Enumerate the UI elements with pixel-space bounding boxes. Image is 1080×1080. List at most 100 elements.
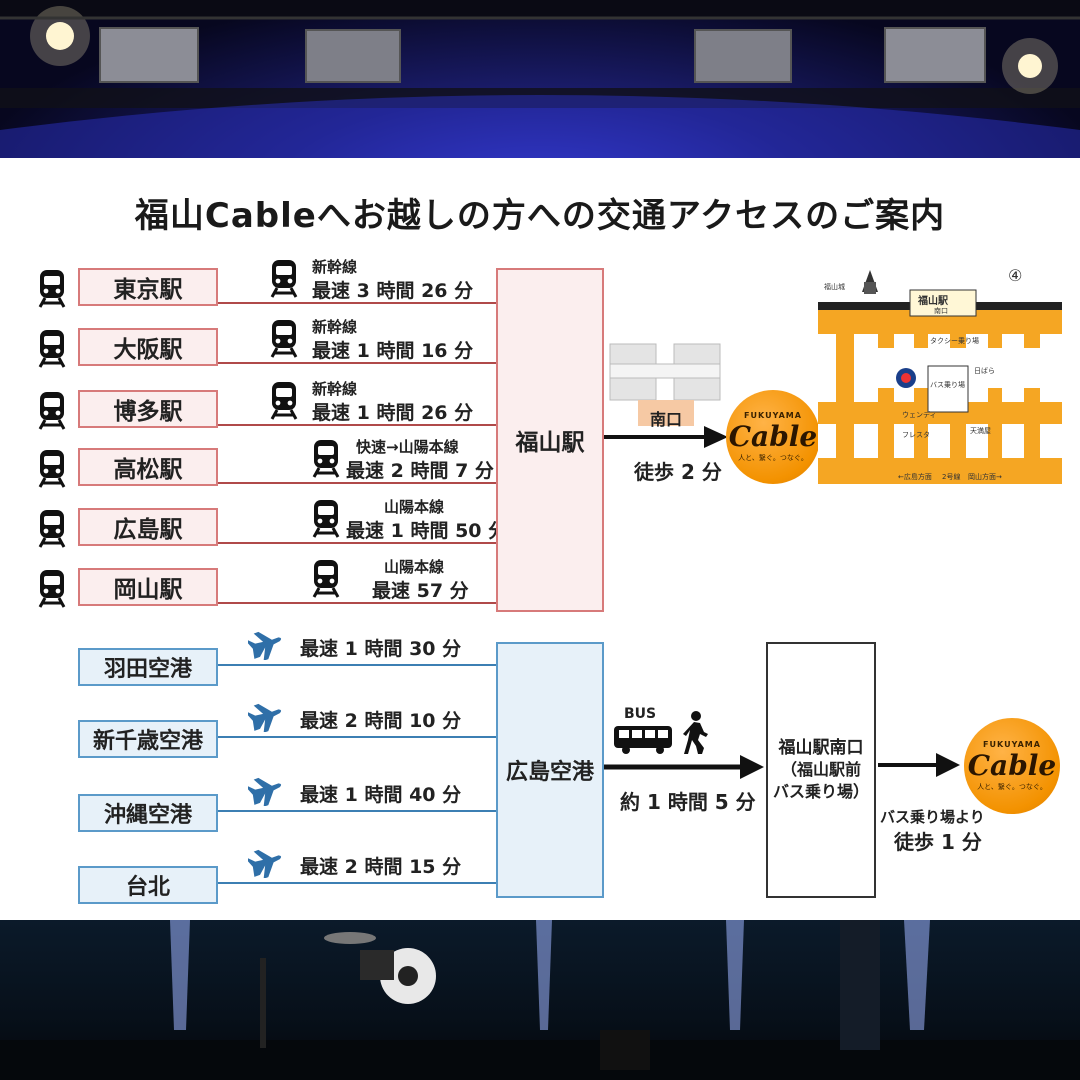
rail-line-name: 山陽本線 xyxy=(384,498,445,516)
rail-route-line xyxy=(218,424,496,426)
airport-box: 台北 xyxy=(78,866,218,904)
rail-route-line xyxy=(218,602,496,604)
map-direction-east: 岡山方面→ xyxy=(968,473,1002,481)
train-line-icon xyxy=(312,440,340,478)
walk-from-bus-line2: 徒歩 1 分 xyxy=(894,830,982,854)
train-line-icon xyxy=(270,382,298,420)
map-route-2: 2号線 xyxy=(942,473,961,481)
train-line-icon xyxy=(270,320,298,358)
walk-time-station: 徒歩 2 分 xyxy=(634,460,722,484)
station-box: 岡山駅 xyxy=(78,568,218,606)
map-direction-west: ←広島方面 xyxy=(898,473,932,481)
cable-logo-air: FUKUYAMA Cable 人と、繋ぐ。つなぐ。 xyxy=(964,718,1060,814)
train-line-icon xyxy=(270,260,298,298)
station-name: 東京駅 xyxy=(113,277,183,303)
rail-line-name: 新幹線 xyxy=(312,318,358,336)
rail-line-name: 山陽本線 xyxy=(384,558,445,576)
station-building-icon xyxy=(609,343,721,426)
page-title: 福山Cableへお越しの方への交通アクセスのご案内 xyxy=(134,196,946,236)
airport-name: 羽田空港 xyxy=(103,657,192,682)
flight-time: 最速 2 時間 10 分 xyxy=(300,710,462,732)
air-route-line xyxy=(218,882,496,884)
dest-line-1: 福山駅南口 xyxy=(778,738,864,758)
rail-line-name: 新幹線 xyxy=(312,258,358,276)
rail-route-line xyxy=(218,542,496,544)
header-stage-photo xyxy=(0,0,1080,158)
footer-stage-photo xyxy=(0,920,1080,1080)
rail-travel-time: 最速 2 時間 7 分 xyxy=(346,460,494,482)
map-shop-4: 日ばら xyxy=(974,367,995,375)
south-exit-label: 南口 xyxy=(649,410,682,429)
walk-arrow xyxy=(604,426,728,448)
rail-travel-time: 最速 57 分 xyxy=(372,580,469,602)
station-name: 高松駅 xyxy=(113,457,183,483)
rail-line-name: 快速→山陽本線 xyxy=(356,438,459,456)
airplane-icon xyxy=(245,777,282,807)
hiroshima-airport-hub: 広島空港 xyxy=(496,642,604,898)
train-icon xyxy=(38,570,66,608)
airport-box: 新千歳空港 xyxy=(78,720,218,758)
station-box: 大阪駅 xyxy=(78,328,218,366)
fukuyama-south-exit-bus-stop: 福山駅南口 （福山駅前 バス乗り場） xyxy=(766,642,876,898)
airport-name: 台北 xyxy=(125,875,170,900)
logo-tiny-text: 人と、繋ぐ。つなぐ。 xyxy=(738,454,808,462)
air-route-line xyxy=(218,664,496,666)
station-name: 広島駅 xyxy=(113,517,183,543)
air-route-line xyxy=(218,736,496,738)
bus-label: BUS xyxy=(624,706,657,722)
map-station-label: 福山駅 xyxy=(918,296,948,307)
train-icon xyxy=(38,450,66,488)
flight-time: 最速 1 時間 30 分 xyxy=(300,638,462,660)
station-box: 高松駅 xyxy=(78,448,218,486)
dest-line-3: バス乗り場） xyxy=(772,782,869,801)
rail-travel-time: 最速 3 時間 26 分 xyxy=(312,280,474,302)
map-shop-1: 天満屋 xyxy=(970,427,991,435)
map-taxi-label: タクシー乗り場 xyxy=(930,337,979,345)
fukuyama-station-hub: 福山駅 xyxy=(496,268,604,612)
station-name: 博多駅 xyxy=(113,399,183,425)
station-box: 広島駅 xyxy=(78,508,218,546)
logo-small-text: FUKUYAMA xyxy=(744,411,802,420)
flight-time: 最速 1 時間 40 分 xyxy=(300,784,462,806)
rail-route-line xyxy=(218,302,496,304)
airplane-icon xyxy=(245,631,282,661)
final-walk-arrow xyxy=(878,753,960,777)
airport-box: 沖縄空港 xyxy=(78,794,218,832)
logo-big-text: Cable xyxy=(728,420,818,453)
station-box: 博多駅 xyxy=(78,390,218,428)
rail-travel-time: 最速 1 時間 50 分 xyxy=(346,520,508,542)
train-line-icon xyxy=(312,500,340,538)
walk-from-bus-line1: バス乗り場より xyxy=(880,808,985,826)
airport-name: 新千歳空港 xyxy=(92,729,203,754)
map-shop-2: ウェンディ xyxy=(902,411,937,419)
map-castle-label: 福山城 xyxy=(824,283,845,291)
logo-small-text: FUKUYAMA xyxy=(983,740,1041,749)
rail-travel-time: 最速 1 時間 26 分 xyxy=(312,402,474,424)
logo-big-text: Cable xyxy=(967,749,1057,782)
map-exit-label: 南口 xyxy=(934,307,948,315)
bus-time: 約 1 時間 5 分 xyxy=(620,790,756,814)
rail-route-line xyxy=(218,362,496,364)
train-line-icon xyxy=(312,560,340,598)
rail-line-name: 新幹線 xyxy=(312,380,358,398)
station-name: 大阪駅 xyxy=(113,337,183,363)
train-icon xyxy=(38,330,66,368)
train-icon xyxy=(38,270,66,308)
walking-person-icon xyxy=(683,711,708,754)
airplane-icon xyxy=(245,849,282,879)
airport-box: 羽田空港 xyxy=(78,648,218,686)
dest-line-2: （福山駅前 xyxy=(780,760,861,779)
area-map: 福山駅 南口 福山城 ④ タクシー乗り場 バス乗り場 天満屋 ウェンディ フレス… xyxy=(818,262,1062,484)
airplane-icon xyxy=(245,703,282,733)
bus-icon xyxy=(614,726,672,754)
rail-travel-time: 最速 1 時間 16 分 xyxy=(312,340,474,362)
train-icon xyxy=(38,510,66,548)
train-icon xyxy=(38,392,66,430)
rail-route-line xyxy=(218,482,496,484)
airport-name: 沖縄空港 xyxy=(103,803,192,828)
flight-time: 最速 2 時間 15 分 xyxy=(300,856,462,878)
map-bus-label: バス乗り場 xyxy=(930,381,965,389)
map-shop-3: フレスタ xyxy=(902,431,930,439)
compass-icon: ④ xyxy=(1008,266,1023,285)
cable-logo-rail: FUKUYAMA Cable 人と、繋ぐ。つなぐ。 xyxy=(726,390,820,484)
